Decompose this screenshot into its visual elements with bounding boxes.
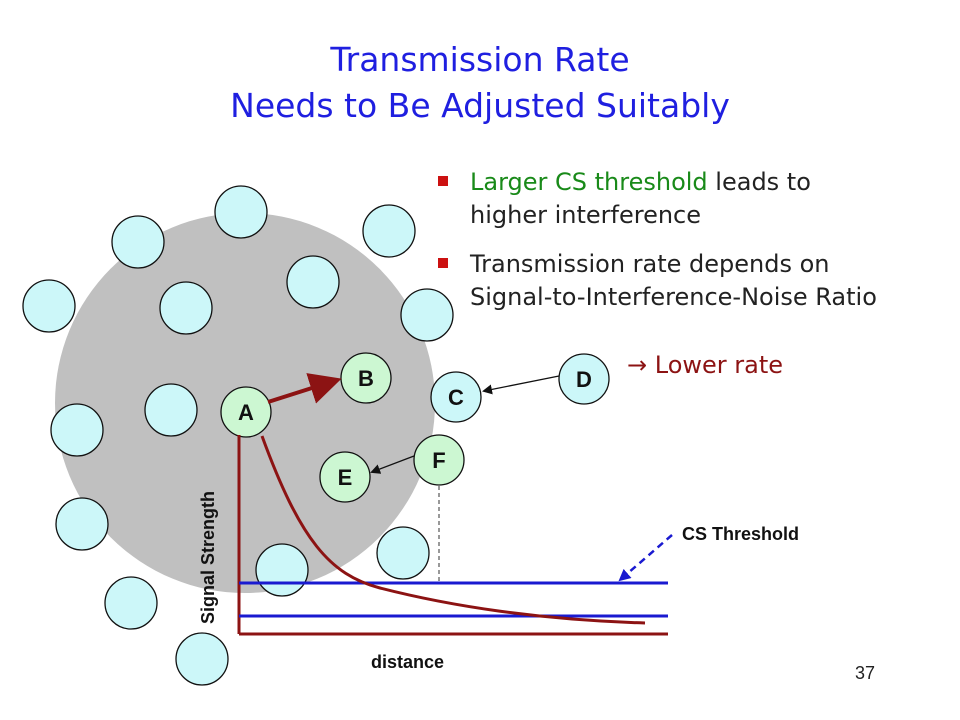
node-f [413, 434, 465, 486]
signal-decay-curve [260, 435, 646, 625]
lower-rate-note: → Lower rate [627, 351, 783, 379]
node-a-label: A [238, 400, 254, 425]
transmission-arrow-a-b [267, 373, 342, 404]
node-f-label: F [432, 448, 445, 473]
node [159, 281, 213, 335]
interference-arrow-f-e [370, 455, 415, 474]
node [362, 204, 416, 258]
bullet-text: Transmission rate depends on Signal-to-I… [470, 250, 877, 311]
bullet-marker [438, 176, 448, 186]
node [286, 255, 340, 309]
title-line-2: Needs to Be Adjusted Suitably [230, 86, 730, 125]
node-d [558, 353, 610, 405]
node [144, 383, 198, 437]
node [22, 279, 76, 333]
node-d-label: D [576, 367, 592, 392]
cs-threshold-pointer [618, 534, 673, 582]
node-a [220, 386, 272, 438]
node [255, 543, 309, 597]
node [175, 632, 229, 686]
y-axis-label: Signal Strength [198, 491, 218, 624]
title-line-1: Transmission Rate [330, 40, 630, 79]
node [55, 497, 109, 551]
node-e [319, 451, 371, 503]
lower-rate-text: Lower rate [647, 351, 784, 379]
node [111, 215, 165, 269]
interference-arrow-d-c [482, 375, 560, 395]
node-c [430, 371, 482, 423]
node [50, 403, 104, 457]
node-c-label: C [448, 385, 464, 410]
right-arrow-icon: → [627, 351, 648, 379]
bullet-text: leads to higher interference [470, 168, 811, 229]
node [376, 526, 430, 580]
page-number: 37 [855, 663, 876, 683]
node [214, 185, 268, 239]
bullet-highlight: Larger CS threshold [470, 168, 708, 196]
x-axis-label: distance [371, 652, 444, 672]
node-b-label: B [358, 366, 374, 391]
cs-threshold-label: CS Threshold [682, 524, 799, 544]
bullet-marker [438, 258, 448, 268]
node [400, 288, 454, 342]
node [104, 576, 158, 630]
node-e-label: E [338, 465, 353, 490]
